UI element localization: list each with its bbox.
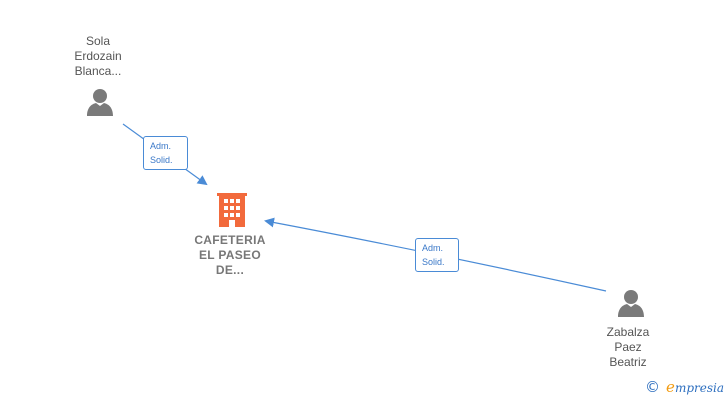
person-icon[interactable] <box>618 290 644 317</box>
person-name-right[interactable]: Zabalza Paez Beatriz <box>588 325 668 370</box>
name-line: Zabalza <box>606 325 650 339</box>
name-line: Erdozain <box>74 49 122 63</box>
edge-role-badge-top[interactable]: Adm. Solid. <box>143 136 188 170</box>
brand-name: empresia <box>666 378 724 396</box>
role-line: Solid. <box>150 155 173 165</box>
role-line: Solid. <box>422 257 445 267</box>
person-name-top[interactable]: Sola Erdozain Blanca... <box>58 34 138 79</box>
building-icon[interactable] <box>217 193 247 227</box>
edge-role-badge-right[interactable]: Adm. Solid. <box>415 238 459 272</box>
copyright-icon: © <box>645 378 661 396</box>
company-name[interactable]: CAFETERIA EL PASEO DE... <box>180 233 280 278</box>
name-line: Beatriz <box>609 355 647 369</box>
role-line: Adm. <box>150 141 172 151</box>
role-line: Adm. <box>422 243 444 253</box>
name-line: Blanca... <box>74 64 122 78</box>
name-line: Paez <box>614 340 642 354</box>
name-line: Sola <box>85 34 111 48</box>
company-line: EL PASEO <box>199 248 261 262</box>
person-icon[interactable] <box>87 89 113 116</box>
brand-logo: © empresia <box>645 378 724 396</box>
company-line: DE... <box>215 263 245 277</box>
company-line: CAFETERIA <box>194 233 266 247</box>
